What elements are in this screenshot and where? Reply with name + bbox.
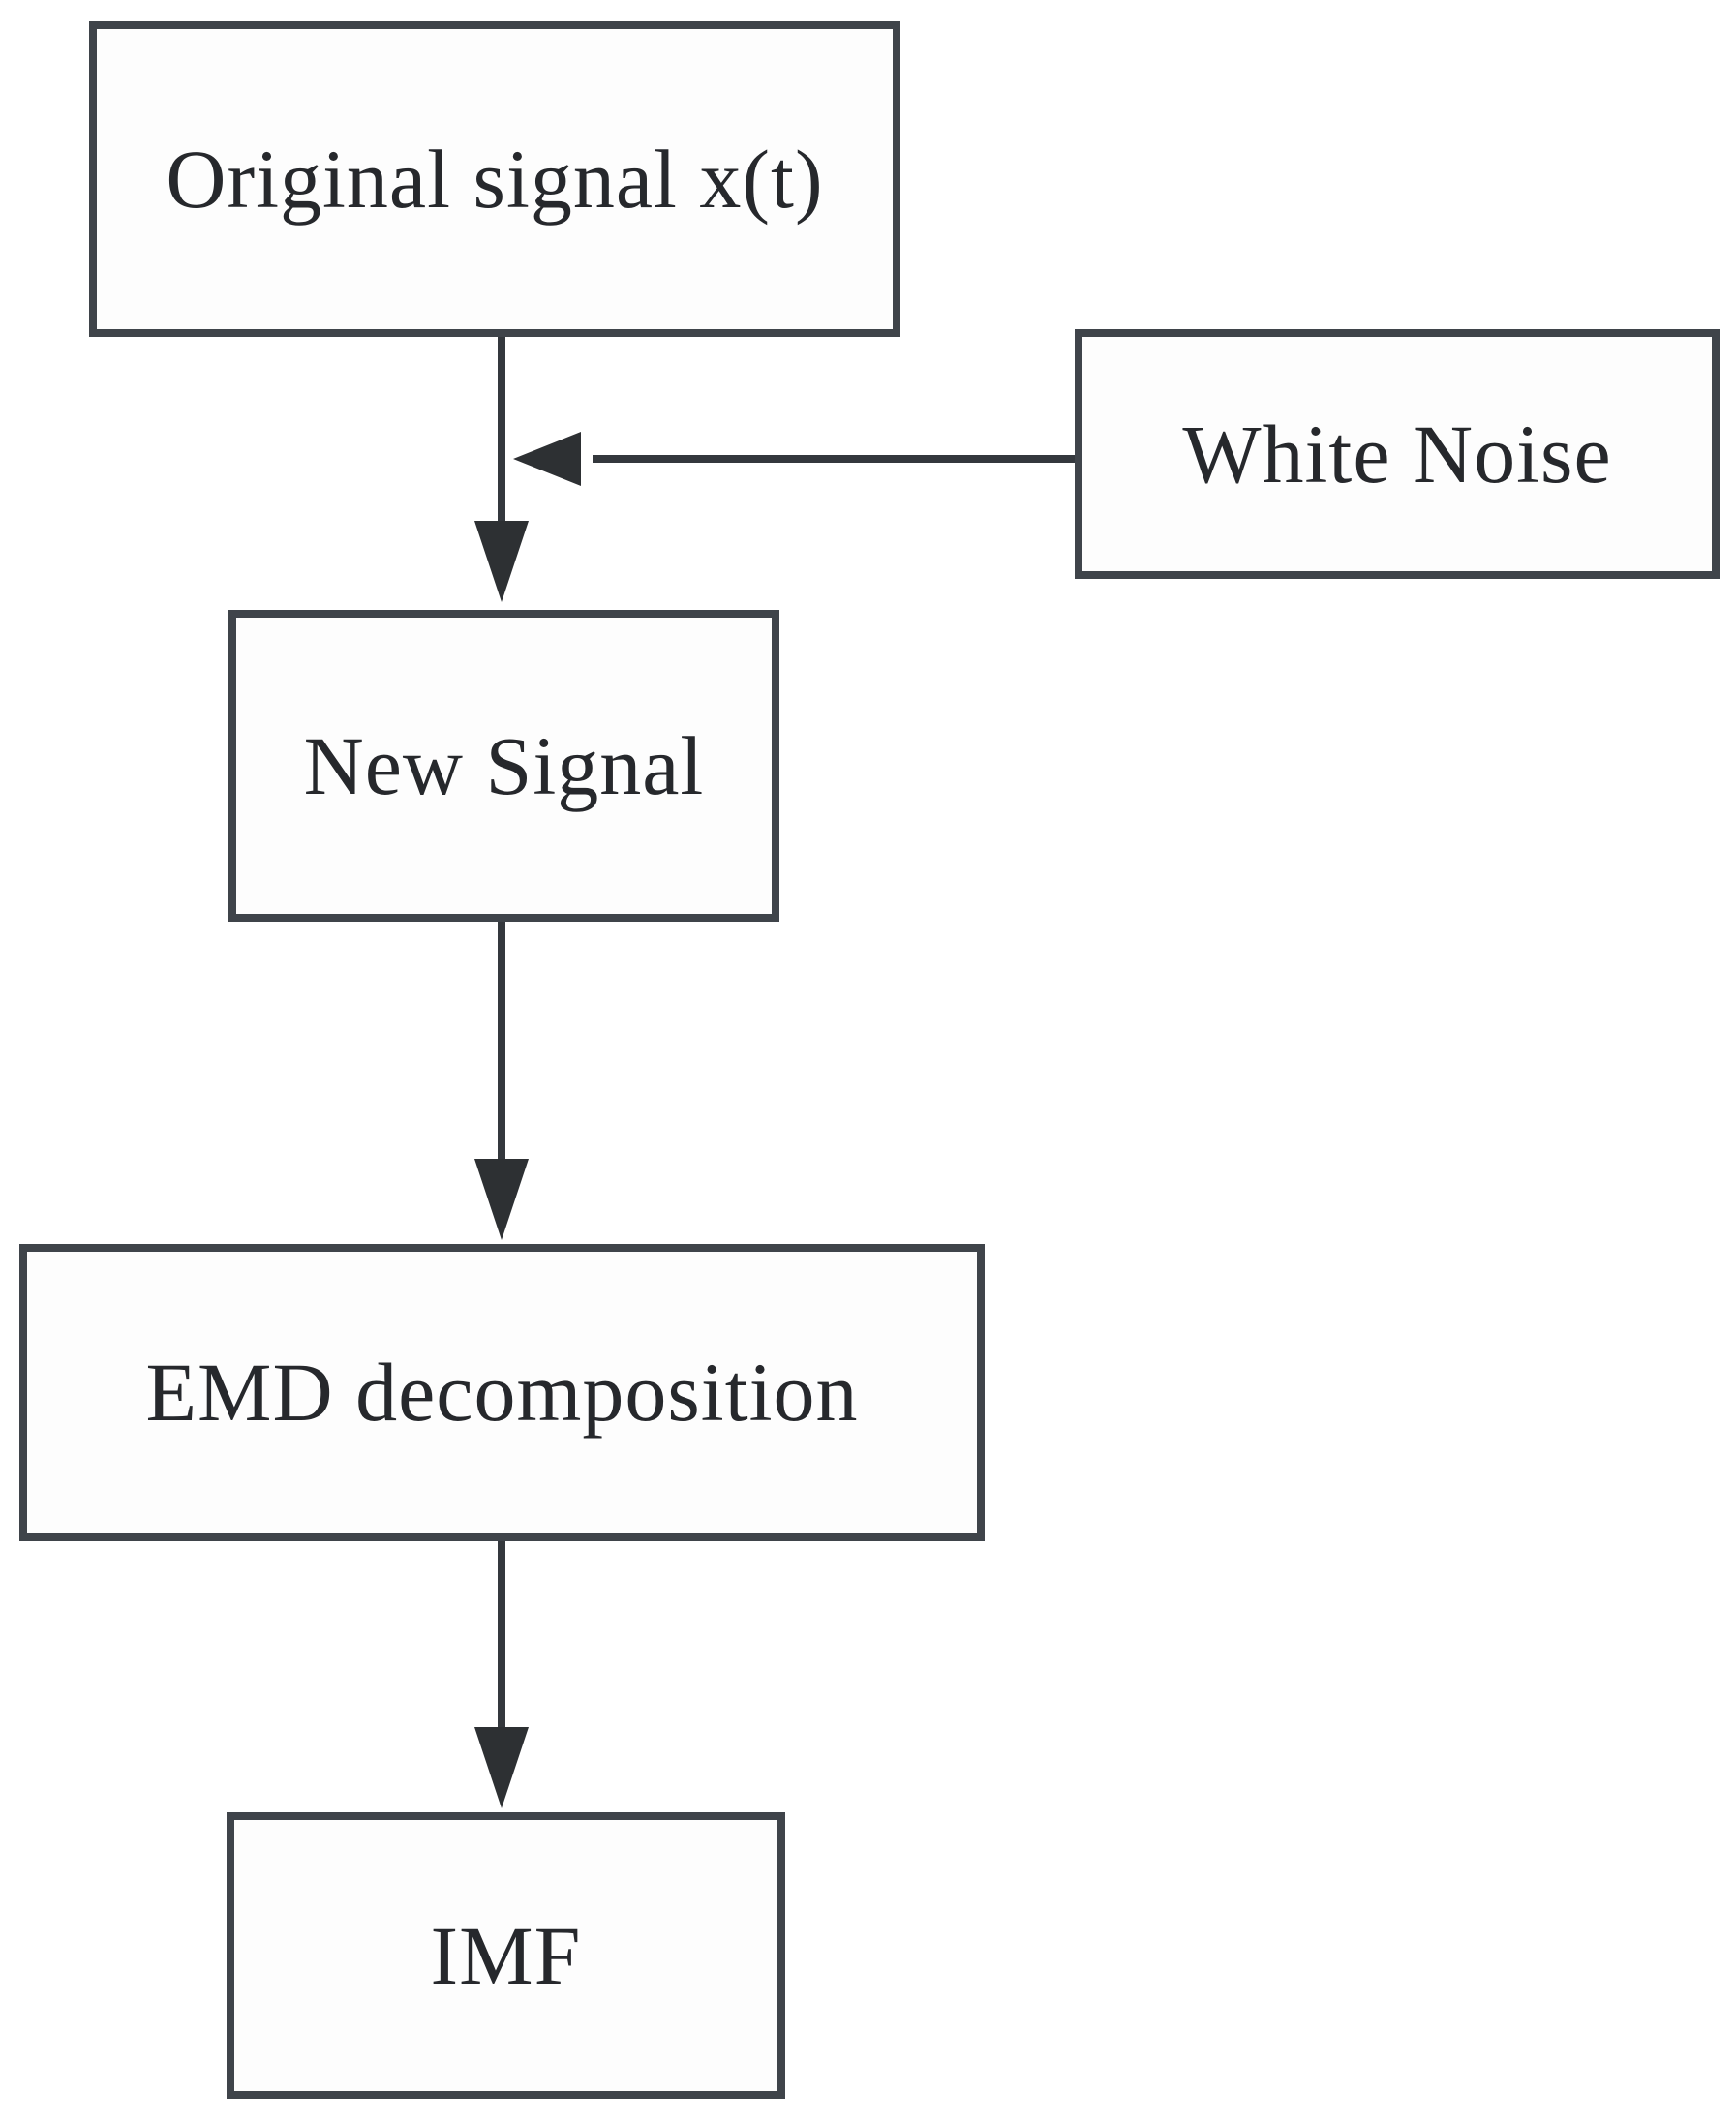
node-new-signal: New Signal: [228, 610, 779, 922]
node-original-signal: Original signal x(t): [89, 21, 900, 337]
node-imf-label: IMF: [430, 1908, 582, 2002]
node-emd-decomposition: EMD decomposition: [19, 1244, 985, 1541]
arrow-original-to-new-signal: [474, 337, 529, 602]
node-imf: IMF: [227, 1812, 785, 2099]
node-original-signal-label: Original signal x(t): [166, 132, 824, 226]
node-white-noise: White Noise: [1075, 329, 1720, 579]
node-new-signal-label: New Signal: [303, 718, 705, 812]
arrow-white-noise-to-junction: [513, 432, 1077, 486]
node-emd-decomposition-label: EMD decomposition: [145, 1346, 859, 1440]
arrow-new-signal-to-emd: [474, 922, 529, 1240]
node-white-noise-label: White Noise: [1182, 407, 1612, 500]
arrow-emd-to-imf: [474, 1541, 529, 1808]
